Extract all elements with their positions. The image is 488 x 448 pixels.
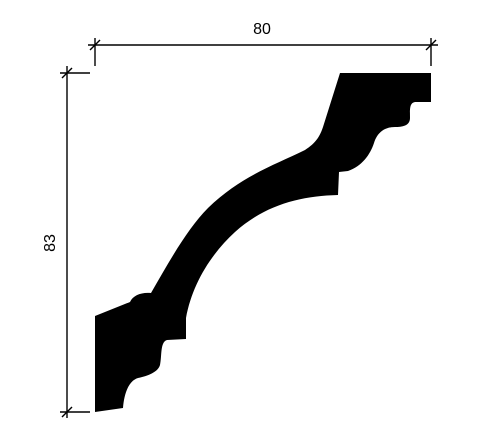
width-dimension-label: 80 <box>253 21 271 38</box>
height-tick-bottom <box>61 406 73 418</box>
cornice-profile-shape <box>95 73 431 412</box>
width-dimension: 80 <box>88 21 438 66</box>
width-tick-right <box>425 39 437 51</box>
height-tick-top <box>61 67 73 79</box>
height-dimension: 83 <box>42 66 90 418</box>
width-tick-left <box>89 39 101 51</box>
height-dimension-label: 83 <box>42 234 59 252</box>
